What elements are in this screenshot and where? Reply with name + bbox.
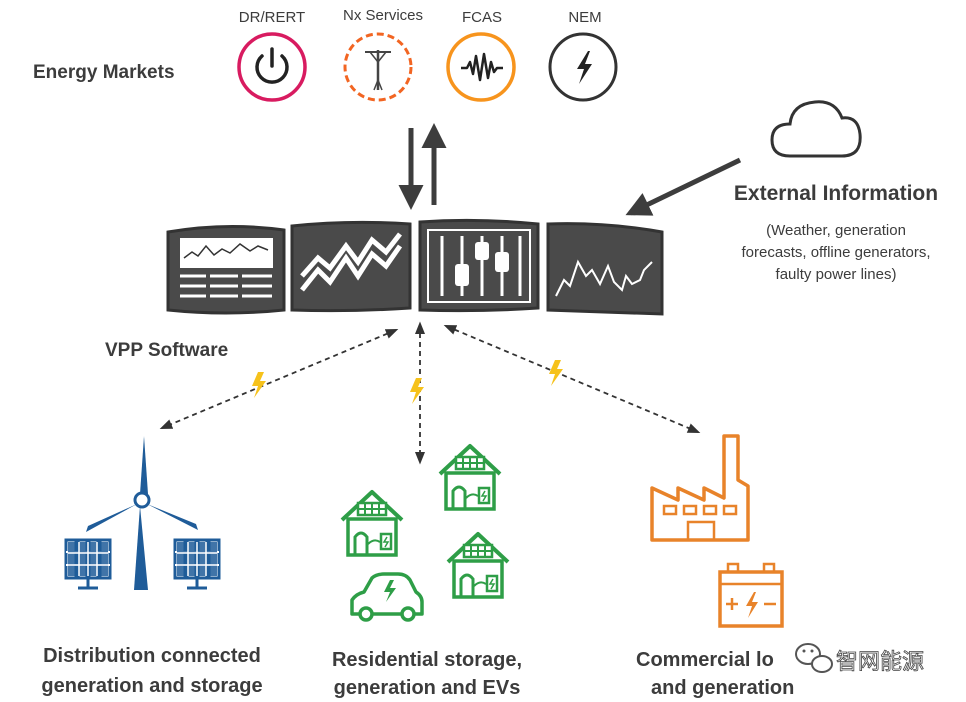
lightning-icon [549, 360, 563, 386]
vpp-screen-trends [290, 220, 412, 313]
link-vpp-distribution [159, 329, 399, 429]
vpp-screen-controls [418, 218, 540, 313]
cloud-icon [770, 100, 862, 158]
solar-panel-icon [66, 540, 110, 588]
house-icon [446, 532, 510, 599]
market-label-dr-rert: DR/RERT [239, 9, 305, 26]
wind-turbine-icon [86, 436, 198, 590]
electric-car-icon [350, 572, 424, 622]
battery-icon [718, 562, 784, 628]
commercial-label-line-2: and generation [651, 677, 794, 699]
frequency-wave-icon [446, 32, 516, 102]
power-pole-icon [343, 32, 413, 102]
distribution-label-line-2: generation and storage [41, 675, 262, 697]
residential-label-line-2: generation and EVs [334, 677, 521, 699]
market-label-nx-services: Nx Services [343, 7, 423, 24]
house-icon [340, 490, 404, 557]
market-label-nem: NEM [568, 9, 601, 26]
external-info-line-2: forecasts, offline generators, [742, 244, 931, 261]
lightning-icon [252, 372, 266, 398]
factory-icon [650, 434, 750, 542]
lightning-icon [410, 378, 424, 404]
vpp-screen-dashboard [166, 224, 286, 315]
arrow-external-to-vpp [625, 157, 742, 216]
solar-panel-icon [175, 540, 219, 588]
distribution-label-line-1: Distribution connected [43, 645, 261, 667]
external-info-title: External Information [734, 182, 938, 205]
external-info-line-3: faulty power lines) [776, 266, 897, 283]
power-icon [237, 32, 307, 102]
market-label-fcas: FCAS [462, 9, 502, 26]
watermark-text: 智网能源 [836, 650, 924, 675]
watermark: 智网能源 [795, 643, 924, 675]
wechat-logo-icon [795, 643, 833, 673]
commercial-label-line-1: Commercial lo [636, 649, 774, 671]
house-icon [438, 444, 502, 511]
link-vpp-commercial [443, 325, 701, 433]
external-info-line-1: (Weather, generation [766, 222, 906, 239]
vpp-screen-chart [546, 222, 664, 316]
energy-markets-title: Energy Markets [33, 62, 175, 83]
residential-label-line-1: Residential storage, [332, 649, 522, 671]
vpp-software-title: VPP Software [105, 340, 228, 361]
lightning-icon [548, 32, 618, 102]
